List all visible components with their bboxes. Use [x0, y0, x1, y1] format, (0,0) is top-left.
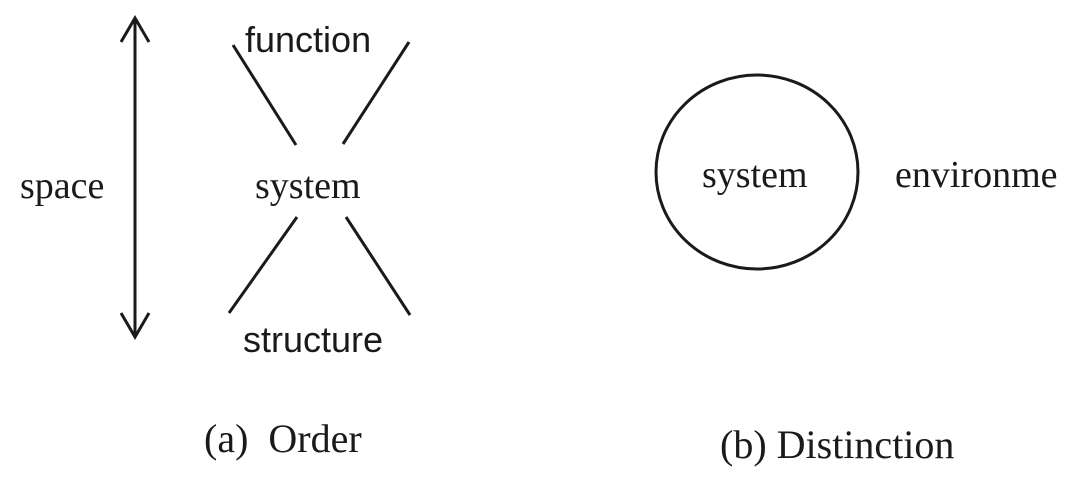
connector-lower-left [227, 216, 299, 314]
environment-label: environme [895, 154, 1058, 196]
system-label-distinction: system [702, 154, 808, 196]
caption-order: (a) Order [204, 416, 362, 461]
panel-order: space function system structure (a) Orde… [20, 15, 412, 461]
space-axis-arrowhead-bottom [119, 312, 151, 340]
connector-upper-right [341, 41, 411, 145]
structure-label: structure [243, 319, 383, 360]
system-label-order: system [255, 165, 361, 207]
function-label: function [245, 19, 371, 60]
space-axis-arrowhead-top [119, 15, 151, 43]
connector-upper-left [231, 44, 298, 146]
caption-distinction: (b) Distinction [720, 422, 954, 467]
system-boundary-circle [654, 73, 860, 271]
space-label: space [20, 165, 104, 207]
connector-lower-right [344, 216, 412, 316]
panel-distinction: system environme (b) Distinction [654, 73, 1058, 467]
